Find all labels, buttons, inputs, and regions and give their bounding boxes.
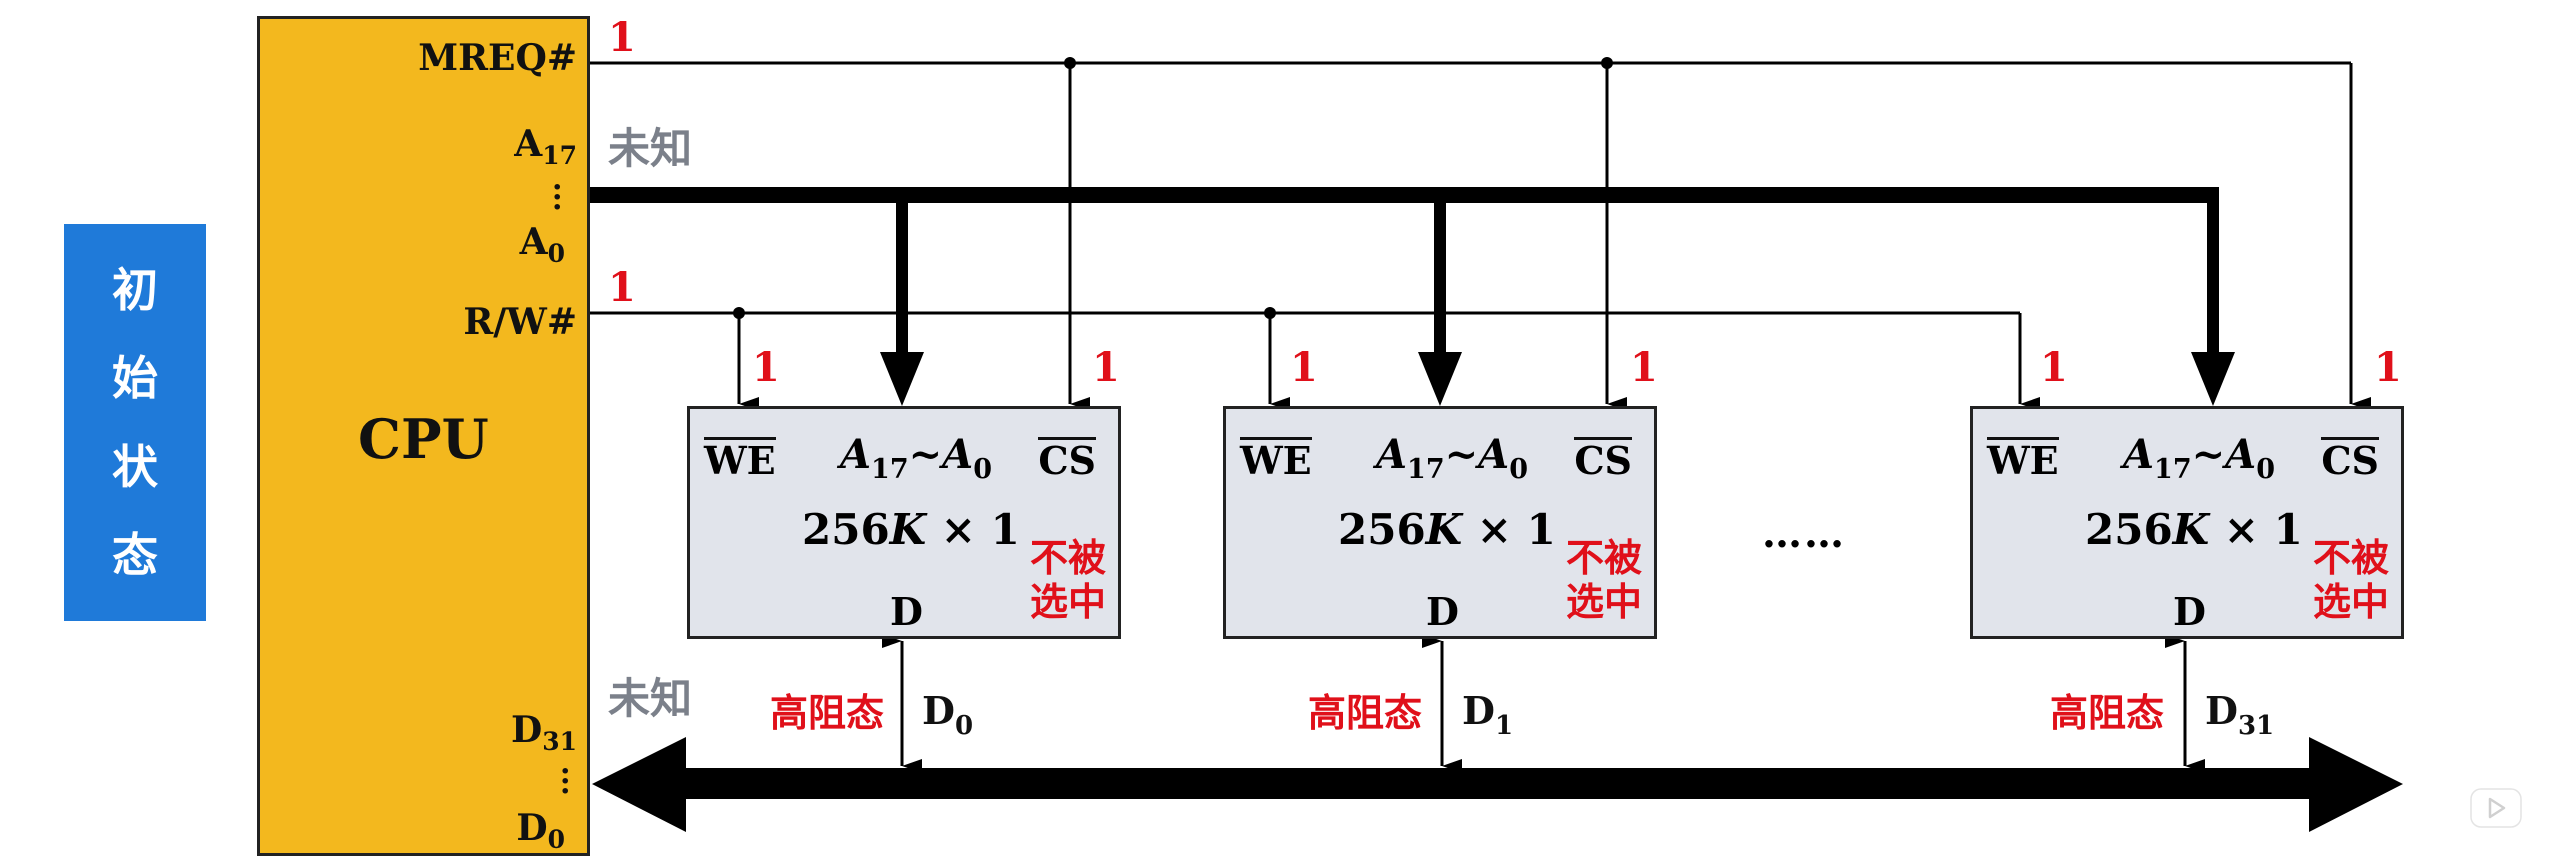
rw-line [590, 307, 2040, 411]
chip3-we-value: 1 [2040, 344, 2068, 391]
pin-a17: A17 [514, 123, 577, 170]
pin-d0: D0 [516, 807, 565, 854]
cpu-block: MREQ# A17 ··· A0 R/W# CPU D31 ··· D0 [257, 16, 590, 856]
chip-status: 不被选中 [2312, 536, 2389, 624]
chip3-data-state: 高阻态 [2050, 691, 2165, 735]
chip3-data-line-label: D31 [2205, 688, 2275, 741]
cs-pin-label: CS [1038, 437, 1096, 483]
cs-pin-label: CS [1574, 437, 1632, 483]
chip2-data-line-label: D1 [1462, 688, 1514, 741]
chip2-cs-value: 1 [1630, 344, 1658, 391]
state-label-char: 初 [112, 263, 158, 318]
data-pin-label: D [1426, 589, 1459, 634]
address-pin-label: A17~A0 [2123, 431, 2275, 485]
more-chips-ellipsis: …… [1762, 510, 1846, 557]
chip-status: 不被选中 [1029, 536, 1106, 624]
chip1-data-line-label: D0 [922, 688, 974, 741]
pin-rw: R/W# [463, 301, 577, 343]
chip1-data-state: 高阻态 [770, 691, 885, 735]
pin-mreq: MREQ# [418, 37, 577, 79]
address-state: 未知 [608, 124, 693, 173]
chip3-cs-value: 1 [2374, 344, 2402, 391]
we-pin-label: WE [1240, 437, 1312, 483]
address-arrowhead [1418, 352, 1462, 406]
memory-chip-1: WE A17~A0 CS 256K × 1 D 不被选中 [687, 406, 1121, 639]
state-label-char: 态 [112, 527, 158, 582]
memory-chip-3: WE A17~A0 CS 256K × 1 D 不被选中 [1970, 406, 2404, 639]
chip1-we-value: 1 [752, 344, 780, 391]
pin-d31: D31 [510, 709, 577, 756]
mreq-value: 1 [608, 14, 636, 61]
mreq-line [590, 57, 2371, 411]
state-label: 初 始 状 态 [64, 224, 206, 621]
state-label-char: 状 [112, 439, 158, 494]
chip-capacity: 256K × 1 [1338, 505, 1556, 554]
we-pin-label: WE [1987, 437, 2059, 483]
chip2-data-state: 高阻态 [1308, 691, 1423, 735]
chip-capacity: 256K × 1 [2085, 505, 2303, 554]
memory-chip-2: WE A17~A0 CS 256K × 1 D 不被选中 [1223, 406, 1657, 639]
data-state: 未知 [608, 674, 693, 723]
rw-value: 1 [608, 264, 636, 311]
address-arrowhead [880, 352, 924, 406]
pin-a0: A0 [519, 221, 565, 268]
address-arrowhead [2191, 352, 2235, 406]
address-bus [590, 187, 2235, 406]
we-pin-label: WE [704, 437, 776, 483]
vertical-ellipsis: ··· [560, 754, 571, 809]
chip-status: 不被选中 [1565, 536, 1642, 624]
chip2-we-value: 1 [1290, 344, 1318, 391]
cs-pin-label: CS [2321, 437, 2379, 483]
chip1-cs-value: 1 [1092, 344, 1120, 391]
cpu-title: CPU [358, 407, 489, 471]
data-pin-label: D [2173, 589, 2206, 634]
address-pin-label: A17~A0 [840, 431, 992, 485]
data-pin-label: D [890, 589, 923, 634]
address-pin-label: A17~A0 [1376, 431, 1528, 485]
video-player-icon[interactable] [2468, 780, 2524, 830]
state-label-char: 始 [112, 351, 158, 406]
vertical-ellipsis: ··· [552, 170, 563, 225]
data-bus [592, 634, 2403, 832]
chip-capacity: 256K × 1 [802, 505, 1020, 554]
